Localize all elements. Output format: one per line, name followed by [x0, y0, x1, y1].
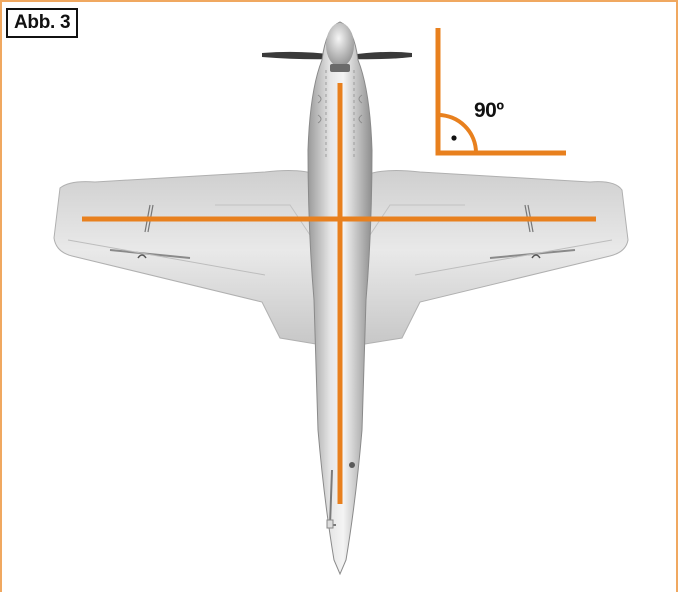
angle-label: 90º — [474, 99, 504, 122]
propeller — [262, 51, 412, 60]
right-angle-icon — [435, 28, 566, 156]
figure-label: Abb. 3 — [6, 8, 79, 38]
reference-lines — [82, 83, 596, 504]
spinner — [326, 23, 354, 67]
